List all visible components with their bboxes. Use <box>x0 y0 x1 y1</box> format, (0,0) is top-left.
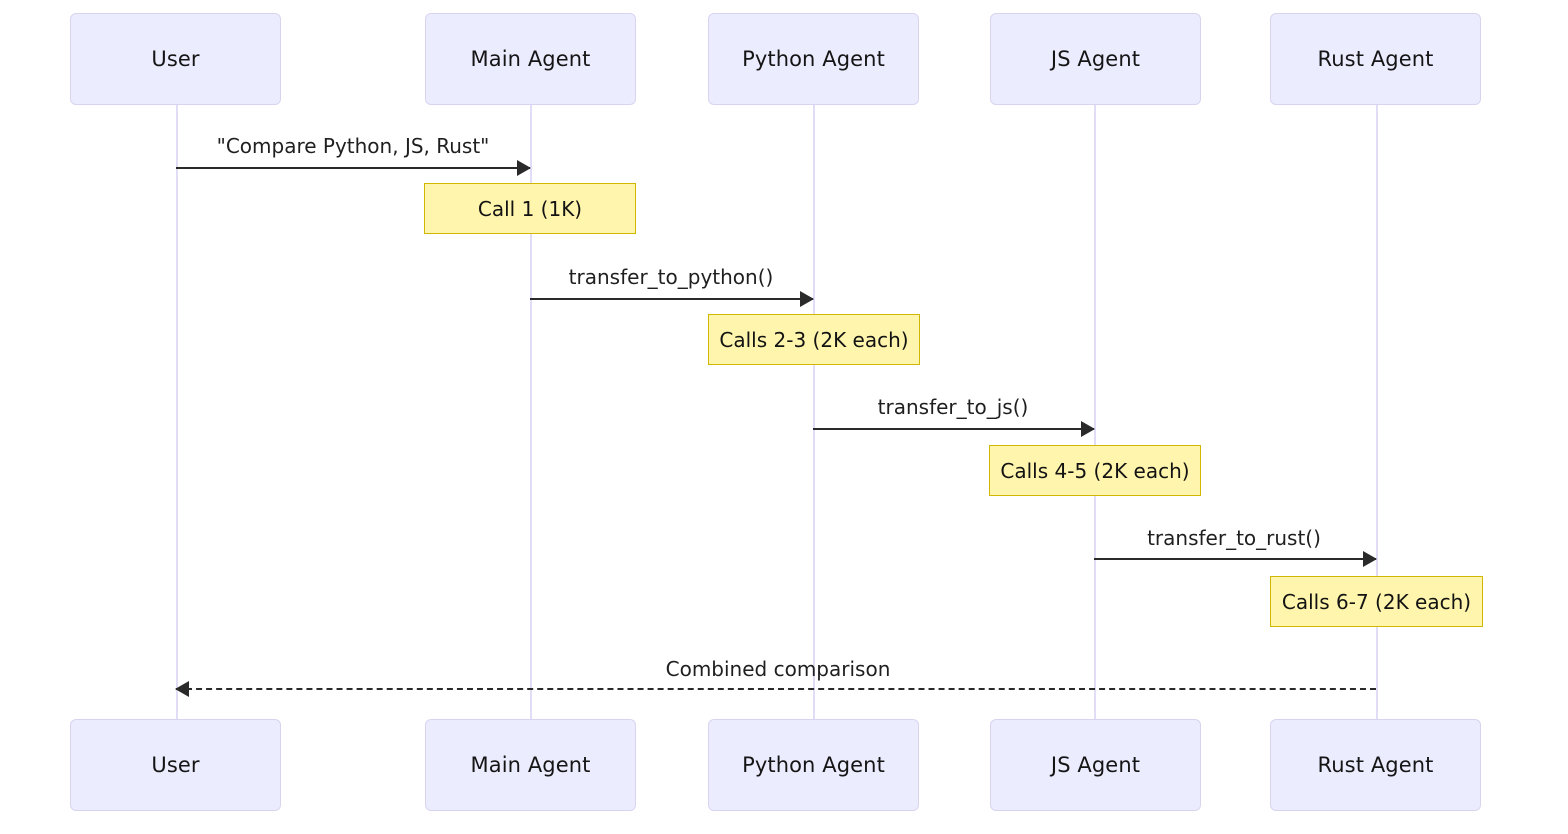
lifeline-rust <box>1376 105 1378 719</box>
message-label-combined-comparison: Combined comparison <box>665 657 891 681</box>
participant-rust-top[interactable]: Rust Agent <box>1270 13 1481 105</box>
participant-label: Main Agent <box>470 46 591 71</box>
arrowhead-right-icon <box>517 160 531 176</box>
message-arrow-compare <box>176 160 531 176</box>
participant-python-bottom[interactable]: Python Agent <box>708 719 919 811</box>
participant-js-bottom[interactable]: JS Agent <box>990 719 1201 811</box>
message-arrow-transfer-js <box>813 421 1095 437</box>
participant-label: User <box>151 752 200 777</box>
message-line <box>176 167 530 169</box>
message-label-compare: "Compare Python, JS, Rust" <box>216 134 490 158</box>
participant-js-top[interactable]: JS Agent <box>990 13 1201 105</box>
arrowhead-right-icon <box>1081 421 1095 437</box>
lifeline-main <box>530 105 532 719</box>
note-calls-2-3: Calls 2-3 (2K each) <box>708 314 920 365</box>
note-call-1: Call 1 (1K) <box>424 183 636 234</box>
participant-label: User <box>151 46 200 71</box>
message-arrow-transfer-rust <box>1094 551 1377 567</box>
message-label-transfer-python: transfer_to_python() <box>568 265 774 289</box>
participant-label: Rust Agent <box>1317 752 1434 777</box>
note-calls-6-7: Calls 6-7 (2K each) <box>1270 576 1483 627</box>
lifeline-python <box>813 105 815 719</box>
participant-user-bottom[interactable]: User <box>70 719 281 811</box>
participant-label: Rust Agent <box>1317 46 1434 71</box>
arrowhead-right-icon <box>1363 551 1377 567</box>
participant-label: JS Agent <box>1050 752 1141 777</box>
participant-python-top[interactable]: Python Agent <box>708 13 919 105</box>
participant-label: Main Agent <box>470 752 591 777</box>
note-label: Call 1 (1K) <box>477 196 583 221</box>
participant-label: JS Agent <box>1050 46 1141 71</box>
lifeline-js <box>1094 105 1096 719</box>
participant-main-top[interactable]: Main Agent <box>425 13 636 105</box>
participant-rust-bottom[interactable]: Rust Agent <box>1270 719 1481 811</box>
note-label: Calls 4-5 (2K each) <box>1000 458 1190 483</box>
arrowhead-right-icon <box>800 291 814 307</box>
message-line <box>530 298 813 300</box>
note-label: Calls 2-3 (2K each) <box>719 327 909 352</box>
message-arrow-transfer-python <box>530 291 814 307</box>
message-line <box>1094 558 1376 560</box>
note-label: Calls 6-7 (2K each) <box>1281 589 1472 614</box>
participant-label: Python Agent <box>742 752 885 777</box>
message-arrow-combined-comparison <box>175 681 1376 697</box>
arrowhead-left-icon <box>175 681 189 697</box>
message-line <box>813 428 1094 430</box>
participant-user-top[interactable]: User <box>70 13 281 105</box>
message-label-transfer-rust: transfer_to_rust() <box>1147 526 1321 550</box>
message-label-transfer-js: transfer_to_js() <box>877 395 1029 419</box>
participant-main-bottom[interactable]: Main Agent <box>425 719 636 811</box>
note-calls-4-5: Calls 4-5 (2K each) <box>989 445 1201 496</box>
message-line <box>176 688 1376 690</box>
lifeline-user <box>176 105 178 719</box>
participant-label: Python Agent <box>742 46 885 71</box>
